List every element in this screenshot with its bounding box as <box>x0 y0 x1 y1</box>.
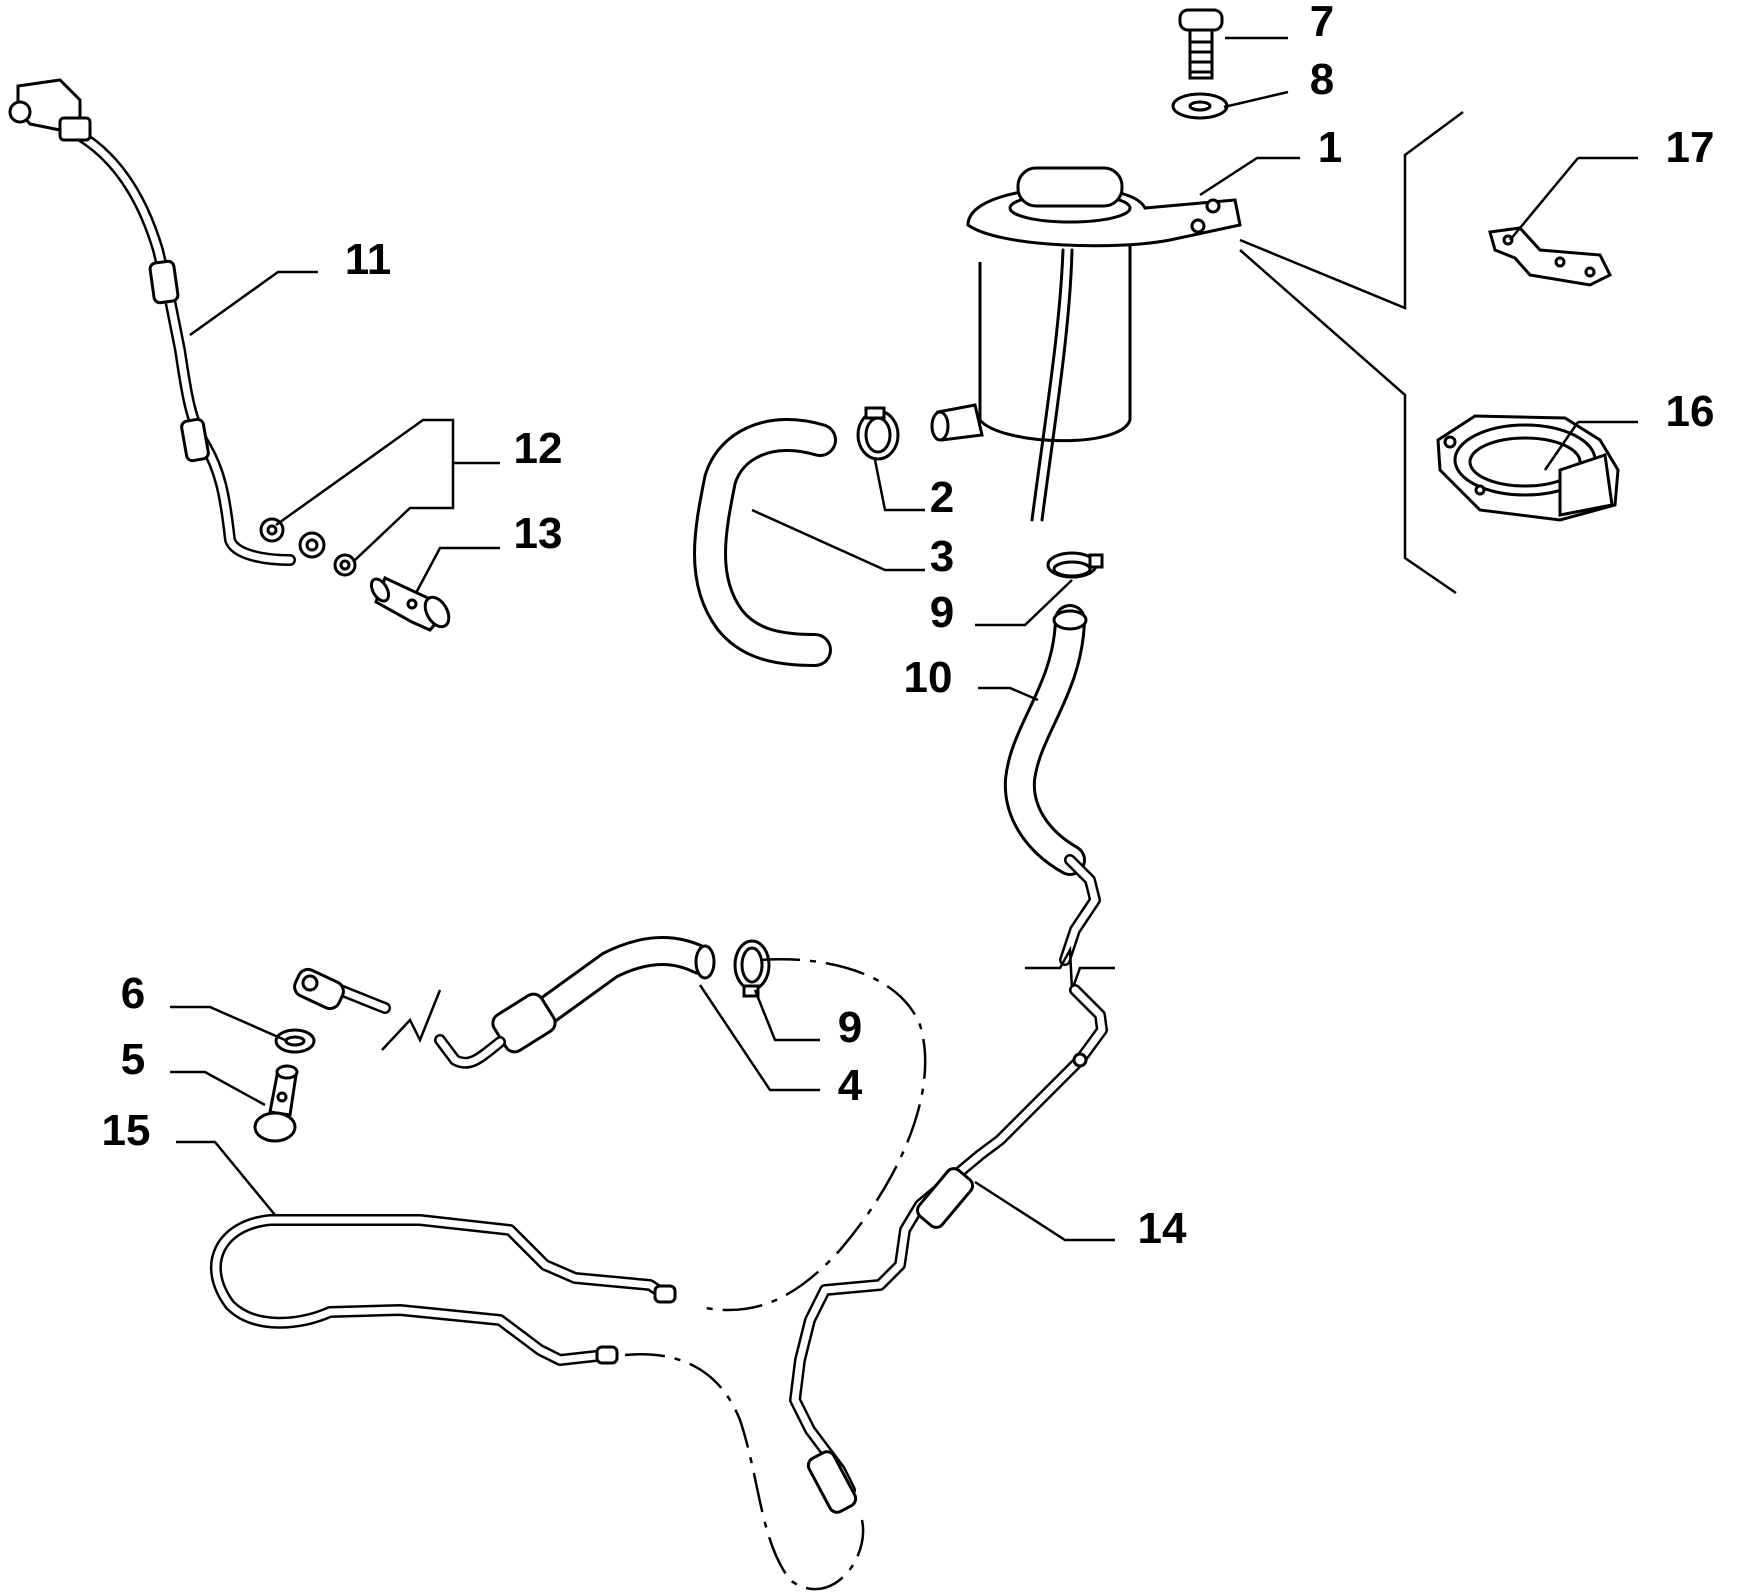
label-part-17: 17 <box>1666 123 1715 172</box>
label-part-9-upper: 9 <box>930 588 954 637</box>
washers-part-12 <box>259 517 357 577</box>
label-part-5: 5 <box>121 1035 145 1084</box>
label-part-2: 2 <box>930 473 954 522</box>
label-part-16: 16 <box>1666 387 1715 436</box>
pipe-part-15 <box>209 1214 677 1366</box>
pipe-part-14 <box>789 984 1108 1514</box>
hose-part-4 <box>334 935 716 1069</box>
break-mark-right <box>1025 945 1115 991</box>
leader-lines <box>170 36 1638 1242</box>
label-part-3: 3 <box>930 532 954 581</box>
label-part-7: 7 <box>1310 0 1334 46</box>
bracket-part-17 <box>1488 226 1613 287</box>
label-part-10: 10 <box>904 653 953 702</box>
clamp-part-2 <box>856 406 900 461</box>
label-part-12: 12 <box>514 424 563 473</box>
banjo-bolt-part-13 <box>369 575 451 632</box>
part-labels: 7 8 1 17 16 11 12 13 2 3 9 10 6 5 15 9 4… <box>102 0 1715 1253</box>
reservoir-part-1 <box>930 166 1242 522</box>
bolt-part-7 <box>1178 8 1224 80</box>
label-part-15: 15 <box>102 1106 151 1155</box>
clamp-part-9-lower <box>733 939 771 998</box>
routing-dash-dot-lines <box>624 958 927 1591</box>
break-mark-left <box>381 989 442 1051</box>
flange-part-16 <box>1436 414 1620 522</box>
washer-part-8 <box>1171 92 1229 120</box>
clamp-part-9-upper <box>1046 551 1104 579</box>
washer-part-6 <box>274 1028 316 1054</box>
label-part-13: 13 <box>514 509 563 558</box>
label-part-11: 11 <box>345 235 392 284</box>
bolt-part-5 <box>253 1064 299 1143</box>
label-part-14: 14 <box>1138 1204 1187 1253</box>
hose-part-3 <box>693 418 837 667</box>
pressure-line-part-11 <box>8 78 326 566</box>
label-part-6: 6 <box>121 969 145 1018</box>
banjo-fitting <box>293 967 345 1011</box>
label-part-1: 1 <box>1318 123 1342 172</box>
label-part-9-lower: 9 <box>838 1003 862 1052</box>
label-part-4: 4 <box>838 1061 863 1110</box>
label-part-8: 8 <box>1310 55 1334 104</box>
bracket-connector-lines <box>1239 110 1464 595</box>
hose-part-10 <box>1003 604 1101 966</box>
